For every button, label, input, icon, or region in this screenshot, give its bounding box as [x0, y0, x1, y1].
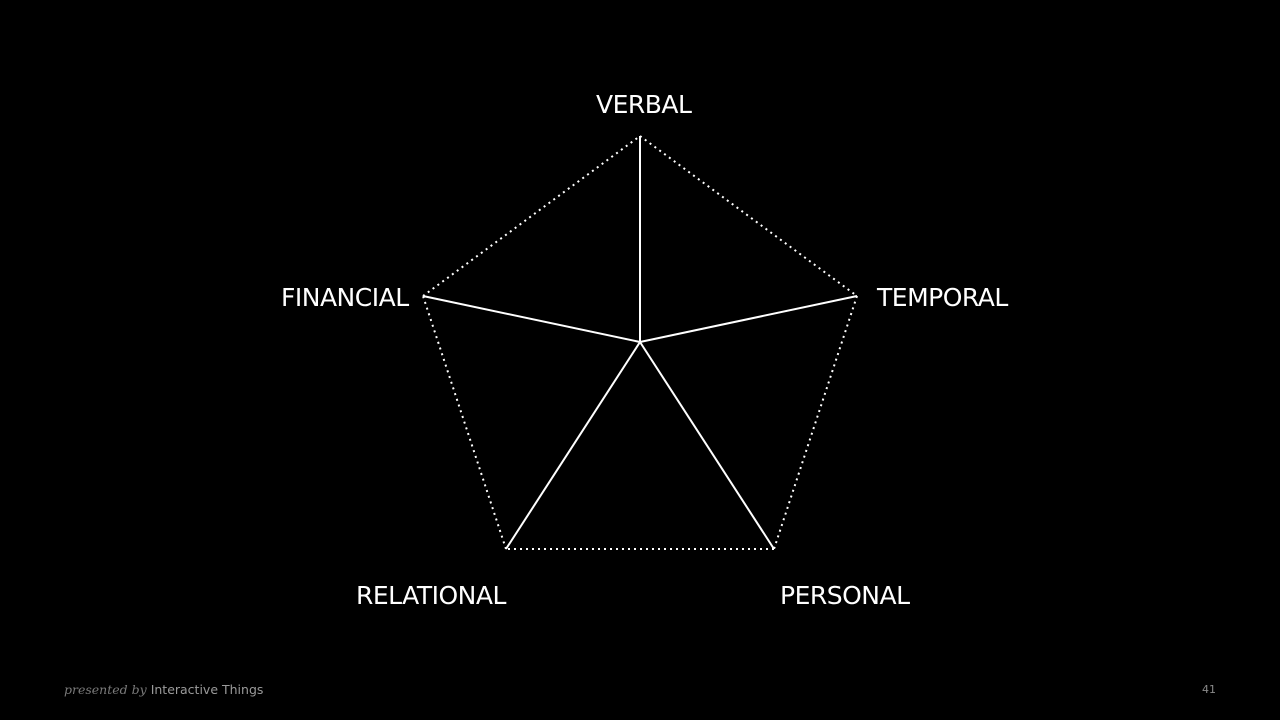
spoke-financial — [422, 295, 641, 343]
pentagon-spokes — [422, 136, 858, 550]
pentagon-outline — [422, 135, 858, 550]
outline-edge-relational-financial — [422, 295, 507, 550]
footer-credit: presented by Interactive Things — [64, 682, 263, 697]
outline-edge-temporal-personal — [773, 295, 858, 550]
spoke-temporal — [639, 295, 858, 343]
axis-label-financial: FINANCIAL — [281, 283, 409, 312]
axis-label-temporal: TEMPORAL — [877, 283, 1008, 312]
page-number: 41 — [1202, 683, 1216, 696]
spoke-personal — [639, 341, 775, 550]
axis-label-verbal: VERBAL — [596, 90, 692, 119]
axis-label-personal: PERSONAL — [780, 581, 910, 610]
outline-edge-verbal-temporal — [639, 135, 858, 297]
axis-label-relational: RELATIONAL — [356, 581, 506, 610]
outline-edge-financial-verbal — [422, 135, 641, 297]
footer-prefix: presented by — [64, 682, 147, 697]
footer-brand: Interactive Things — [150, 682, 264, 697]
spoke-relational — [505, 341, 641, 550]
